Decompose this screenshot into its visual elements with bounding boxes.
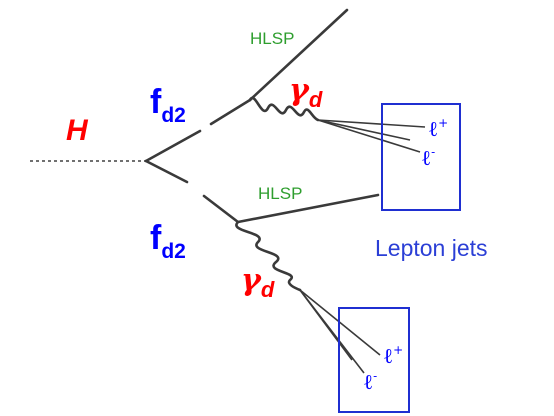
dark-photon-upper-label: γd [289,73,323,112]
lepton-jet-box-lower [338,307,410,413]
fermion-upper-line-a [144,129,202,163]
hlsp-upper-label: HLSP [250,29,294,48]
dark-photon-upper-wave [248,96,320,122]
higgs-label: H [66,114,89,147]
lepton-upper-plus: ℓ+ [428,116,448,141]
fermion-lower-label: fd2 [150,219,186,263]
lepton-jets-label: Lepton jets [375,235,488,261]
fermion-lower-line-b [202,194,240,224]
hlsp-lower-label: HLSP [258,184,302,203]
fermion-upper-line-b [209,98,252,126]
lepton-upper-minus: ℓ- [421,145,435,170]
fermion-upper-label: fd2 [150,83,186,127]
lepton-upper-minus-line [317,119,421,153]
lepton-upper-mid-line [317,119,411,141]
dark-photon-lower-wave [235,220,302,292]
lepton-lower-plus: ℓ+ [383,343,403,368]
lepton-lower-minus: ℓ- [363,369,377,394]
dark-photon-lower-label: γd [241,263,275,302]
lepton-jet-box-upper [381,103,461,211]
hlsp-lower-line [236,193,380,224]
lepton-upper-plus-line [317,119,426,128]
lepton-lower-mid-line [299,289,353,361]
hlsp-upper-line [248,8,349,102]
fermion-lower-line-a [144,159,189,184]
